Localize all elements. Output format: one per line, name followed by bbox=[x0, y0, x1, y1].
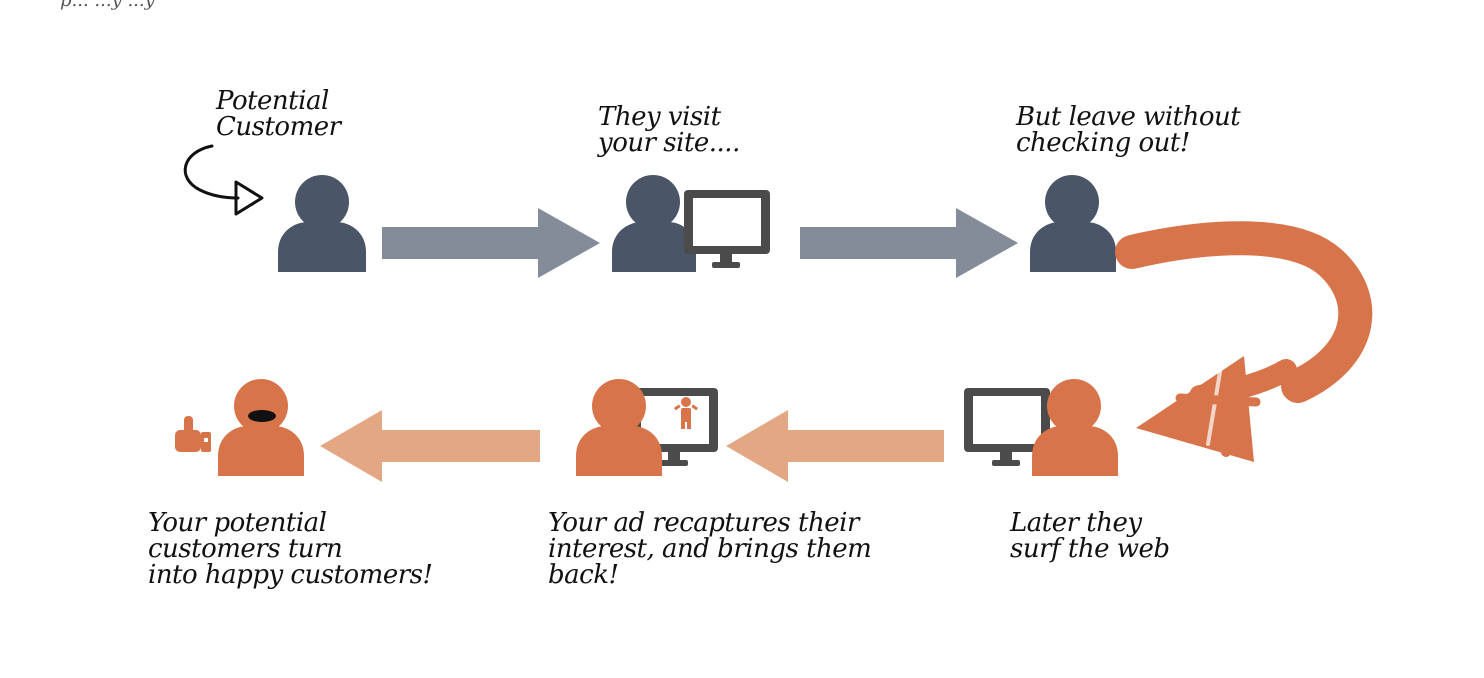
label-line: interest, and brings them bbox=[548, 534, 872, 564]
label-line: back! bbox=[548, 560, 619, 590]
label-line: Your ad recaptures their bbox=[548, 508, 859, 538]
person-icon bbox=[612, 175, 696, 272]
right-arrow-2 bbox=[800, 208, 1018, 278]
step-label-leave-without-checkout: But leave without checking out! bbox=[1016, 102, 1241, 158]
person-icon bbox=[1032, 379, 1118, 476]
label-line: into happy customers! bbox=[148, 560, 433, 590]
brush-stroke-arrow-icon bbox=[1115, 221, 1373, 462]
label-line: Later they bbox=[1010, 508, 1142, 538]
label-line: checking out! bbox=[1016, 128, 1190, 158]
step-label-ad-recaptures: Your ad recaptures their interest, and b… bbox=[548, 508, 872, 590]
label-line: Potential bbox=[216, 86, 329, 116]
step-label-potential-customer: Potential Customer bbox=[216, 88, 341, 140]
step-label-surf-web: Later they surf the web bbox=[1010, 510, 1170, 562]
thumbs-up-icon bbox=[175, 416, 211, 452]
person-icon bbox=[576, 379, 662, 476]
label-line: Customer bbox=[216, 112, 341, 142]
label-line: Your potential bbox=[148, 508, 327, 538]
person-icon bbox=[278, 175, 366, 272]
person-icon bbox=[218, 379, 304, 476]
smile-mouth bbox=[248, 410, 276, 422]
label-line: But leave without bbox=[1016, 102, 1241, 132]
label-line: They visit bbox=[598, 102, 721, 132]
left-arrow-1 bbox=[726, 410, 944, 482]
left-arrow-2 bbox=[320, 410, 540, 482]
clipped-top-text: p... ...y ...y bbox=[60, 0, 155, 11]
label-line: customers turn bbox=[148, 534, 343, 564]
right-arrow-1 bbox=[382, 208, 600, 278]
monitor-icon bbox=[684, 190, 770, 268]
label-line: surf the web bbox=[1010, 534, 1170, 564]
step-label-visit-site: They visit your site.... bbox=[598, 104, 740, 156]
curved-arrow-icon bbox=[183, 144, 264, 216]
person-icon bbox=[1030, 175, 1116, 272]
label-line: your site.... bbox=[598, 128, 740, 158]
step-label-happy-customers: Your potential customers turn into happy… bbox=[148, 508, 433, 590]
monitor-icon bbox=[964, 388, 1050, 466]
child-figure-icon bbox=[673, 397, 699, 429]
